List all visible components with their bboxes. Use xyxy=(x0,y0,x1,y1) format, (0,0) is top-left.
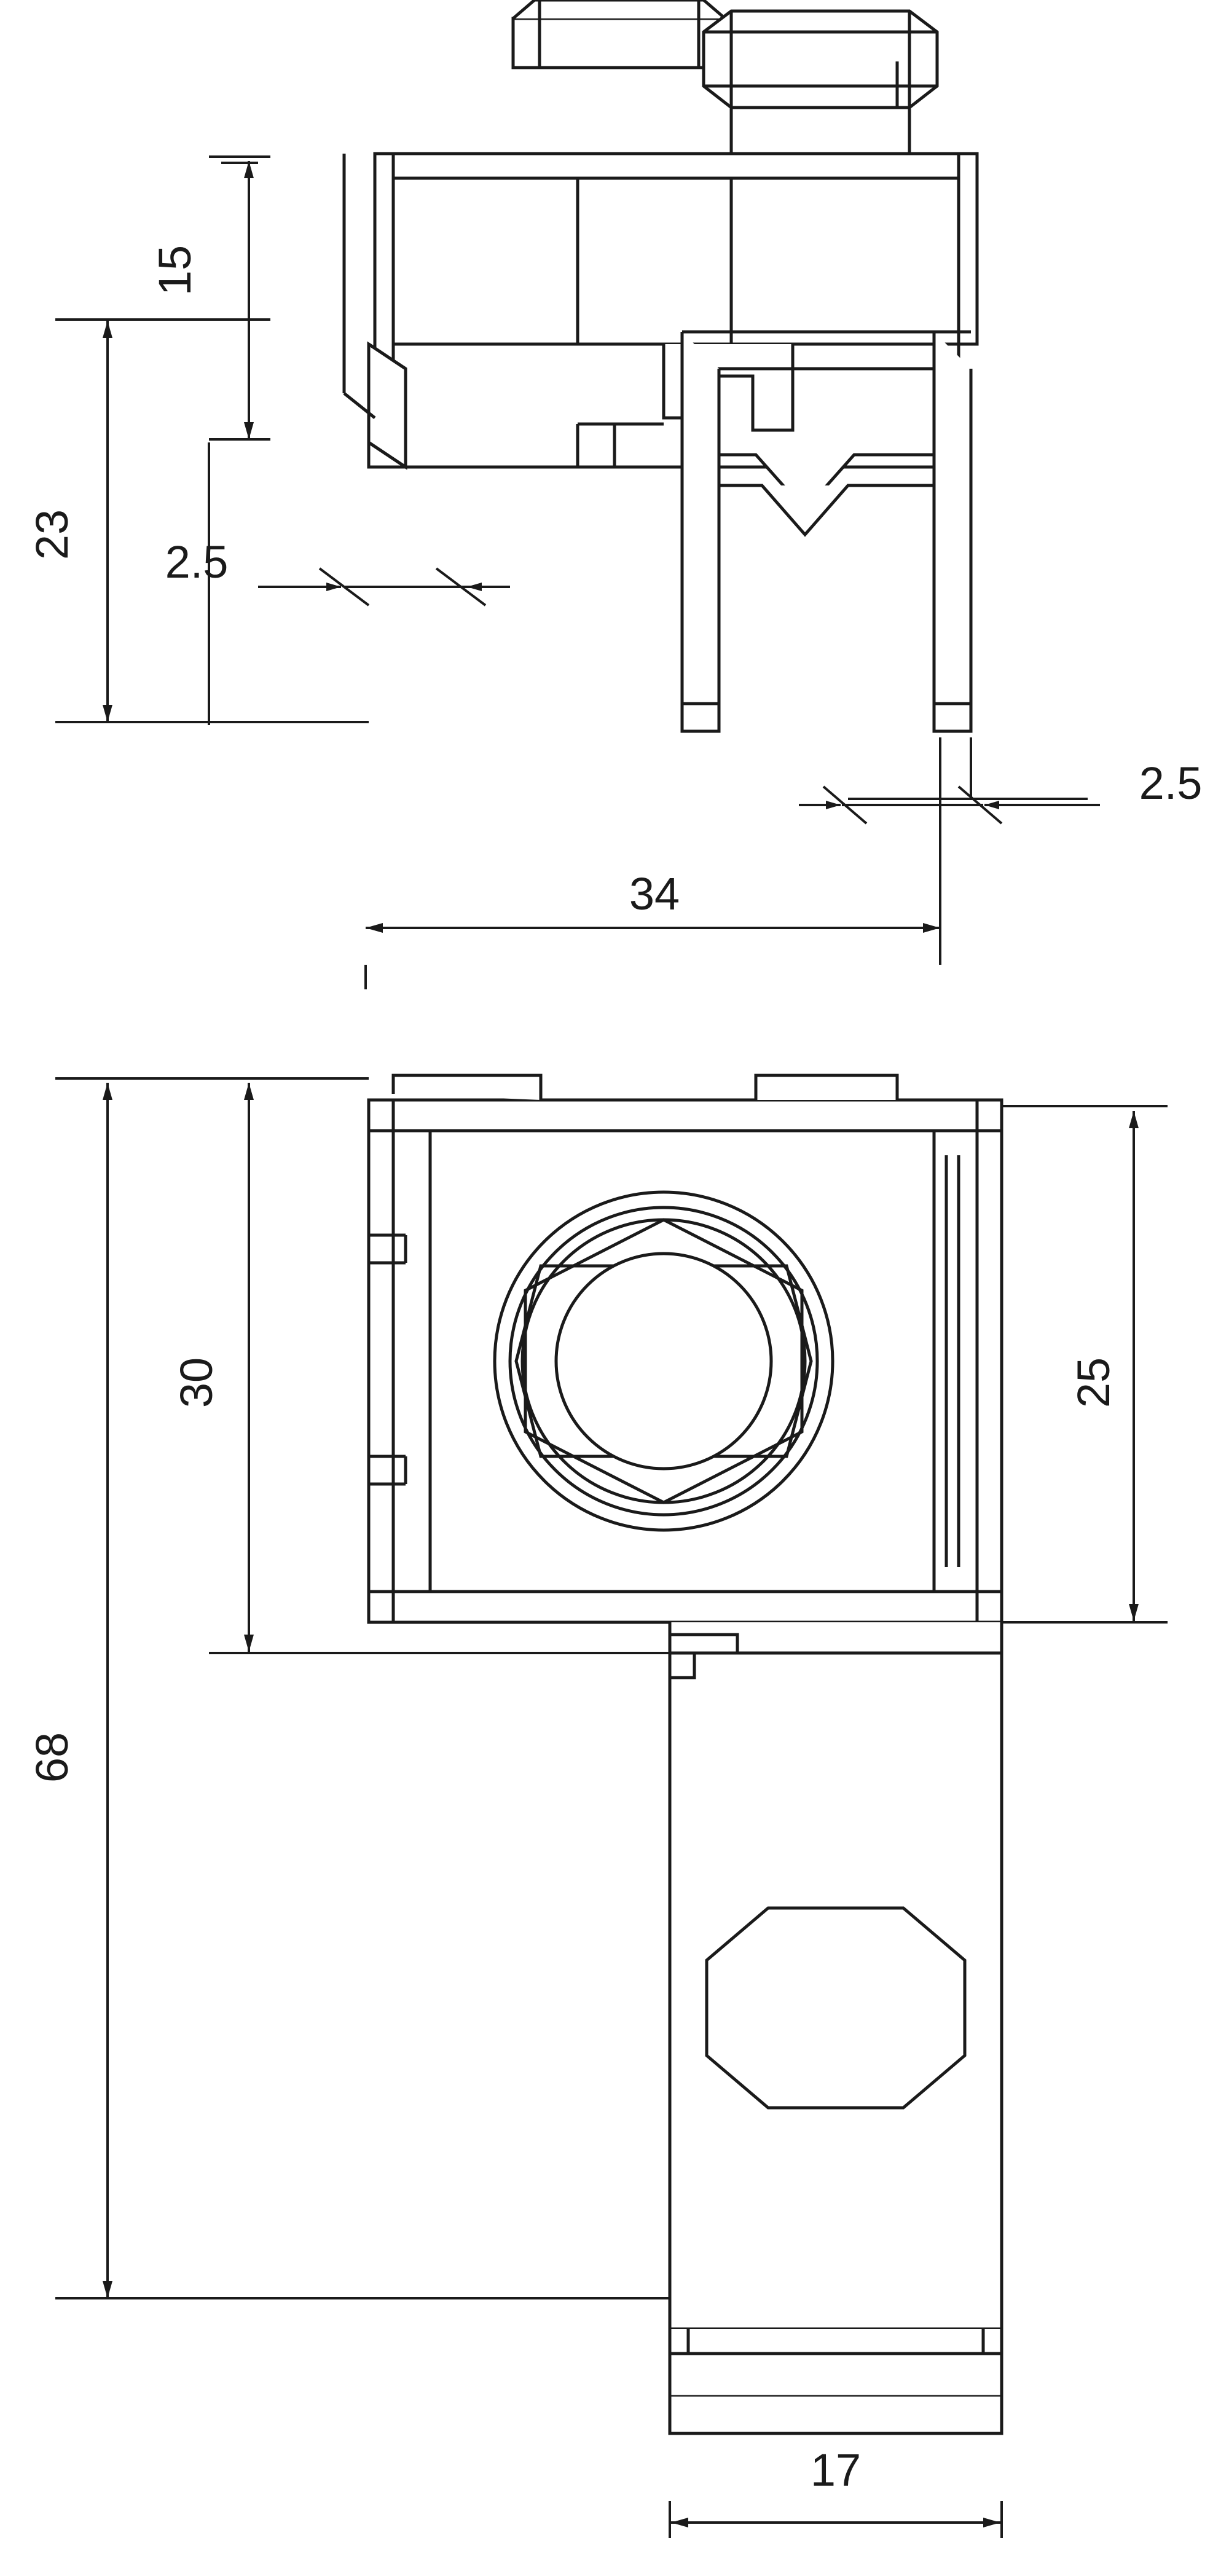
dimension-label-2p5-left: 2.5 xyxy=(165,536,229,587)
dimension-label-25: 25 xyxy=(1068,1357,1119,1408)
dimension-label-17: 17 xyxy=(811,2444,861,2496)
side-view-geometry xyxy=(342,0,979,733)
dimension-label-68: 68 xyxy=(26,1732,77,1783)
dimension-label-30: 30 xyxy=(171,1357,222,1408)
dimension-label-34: 34 xyxy=(629,868,680,919)
dimension-label-15: 15 xyxy=(149,245,200,296)
side-view-dimensions xyxy=(55,155,1100,989)
dimension-label-2p5-right: 2.5 xyxy=(1139,758,1203,809)
front-view-dimensions xyxy=(55,1077,1168,2538)
front-view-geometry xyxy=(367,1074,1003,2435)
dimension-label-23: 23 xyxy=(26,509,77,560)
dimension-labels: 15 23 2.5 2.5 34 30 25 68 17 xyxy=(26,245,1202,2496)
